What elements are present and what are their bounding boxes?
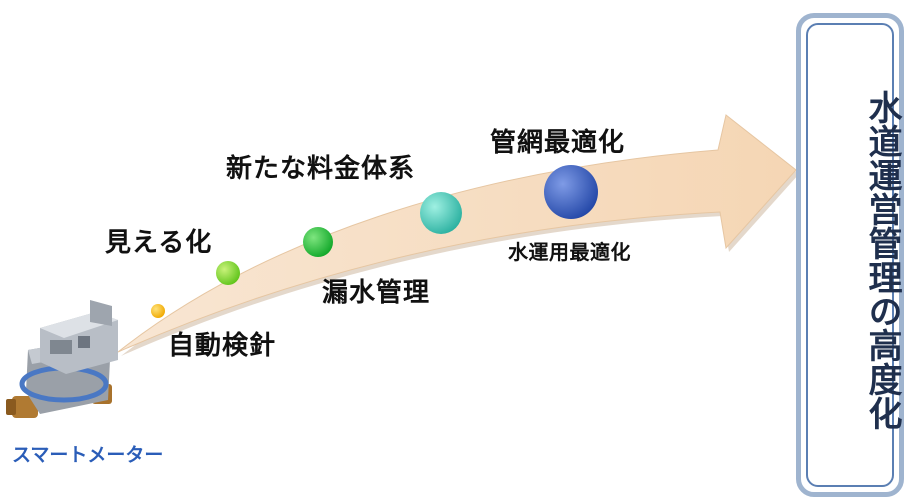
step-label-ryokin: 新たな料金体系 [226, 154, 416, 184]
smart-meter-label: スマートメーター [12, 444, 164, 466]
goal-box-inner-border [806, 23, 894, 487]
goal-label: 水道運営管理の高度化 [862, 90, 902, 430]
progress-arrow [117, 114, 797, 353]
smart-meter-icon [6, 300, 118, 418]
step-dot-ryokin [420, 192, 462, 234]
step-dot-rousui [303, 227, 333, 257]
step-label-kanmou: 管網最適化 [490, 128, 626, 158]
step-dot-mieru [216, 261, 240, 285]
step-label-jido: 自動検針 [168, 331, 277, 361]
step-dot-jido [151, 304, 165, 318]
step-label-suiun: 水運用最適化 [508, 240, 631, 264]
goal-box: 水道運営管理の高度化 [796, 13, 904, 497]
step-label-mieru: 見える化 [105, 228, 213, 258]
step-label-rousui: 漏水管理 [322, 278, 431, 308]
step-dot-kanmou [544, 165, 598, 219]
